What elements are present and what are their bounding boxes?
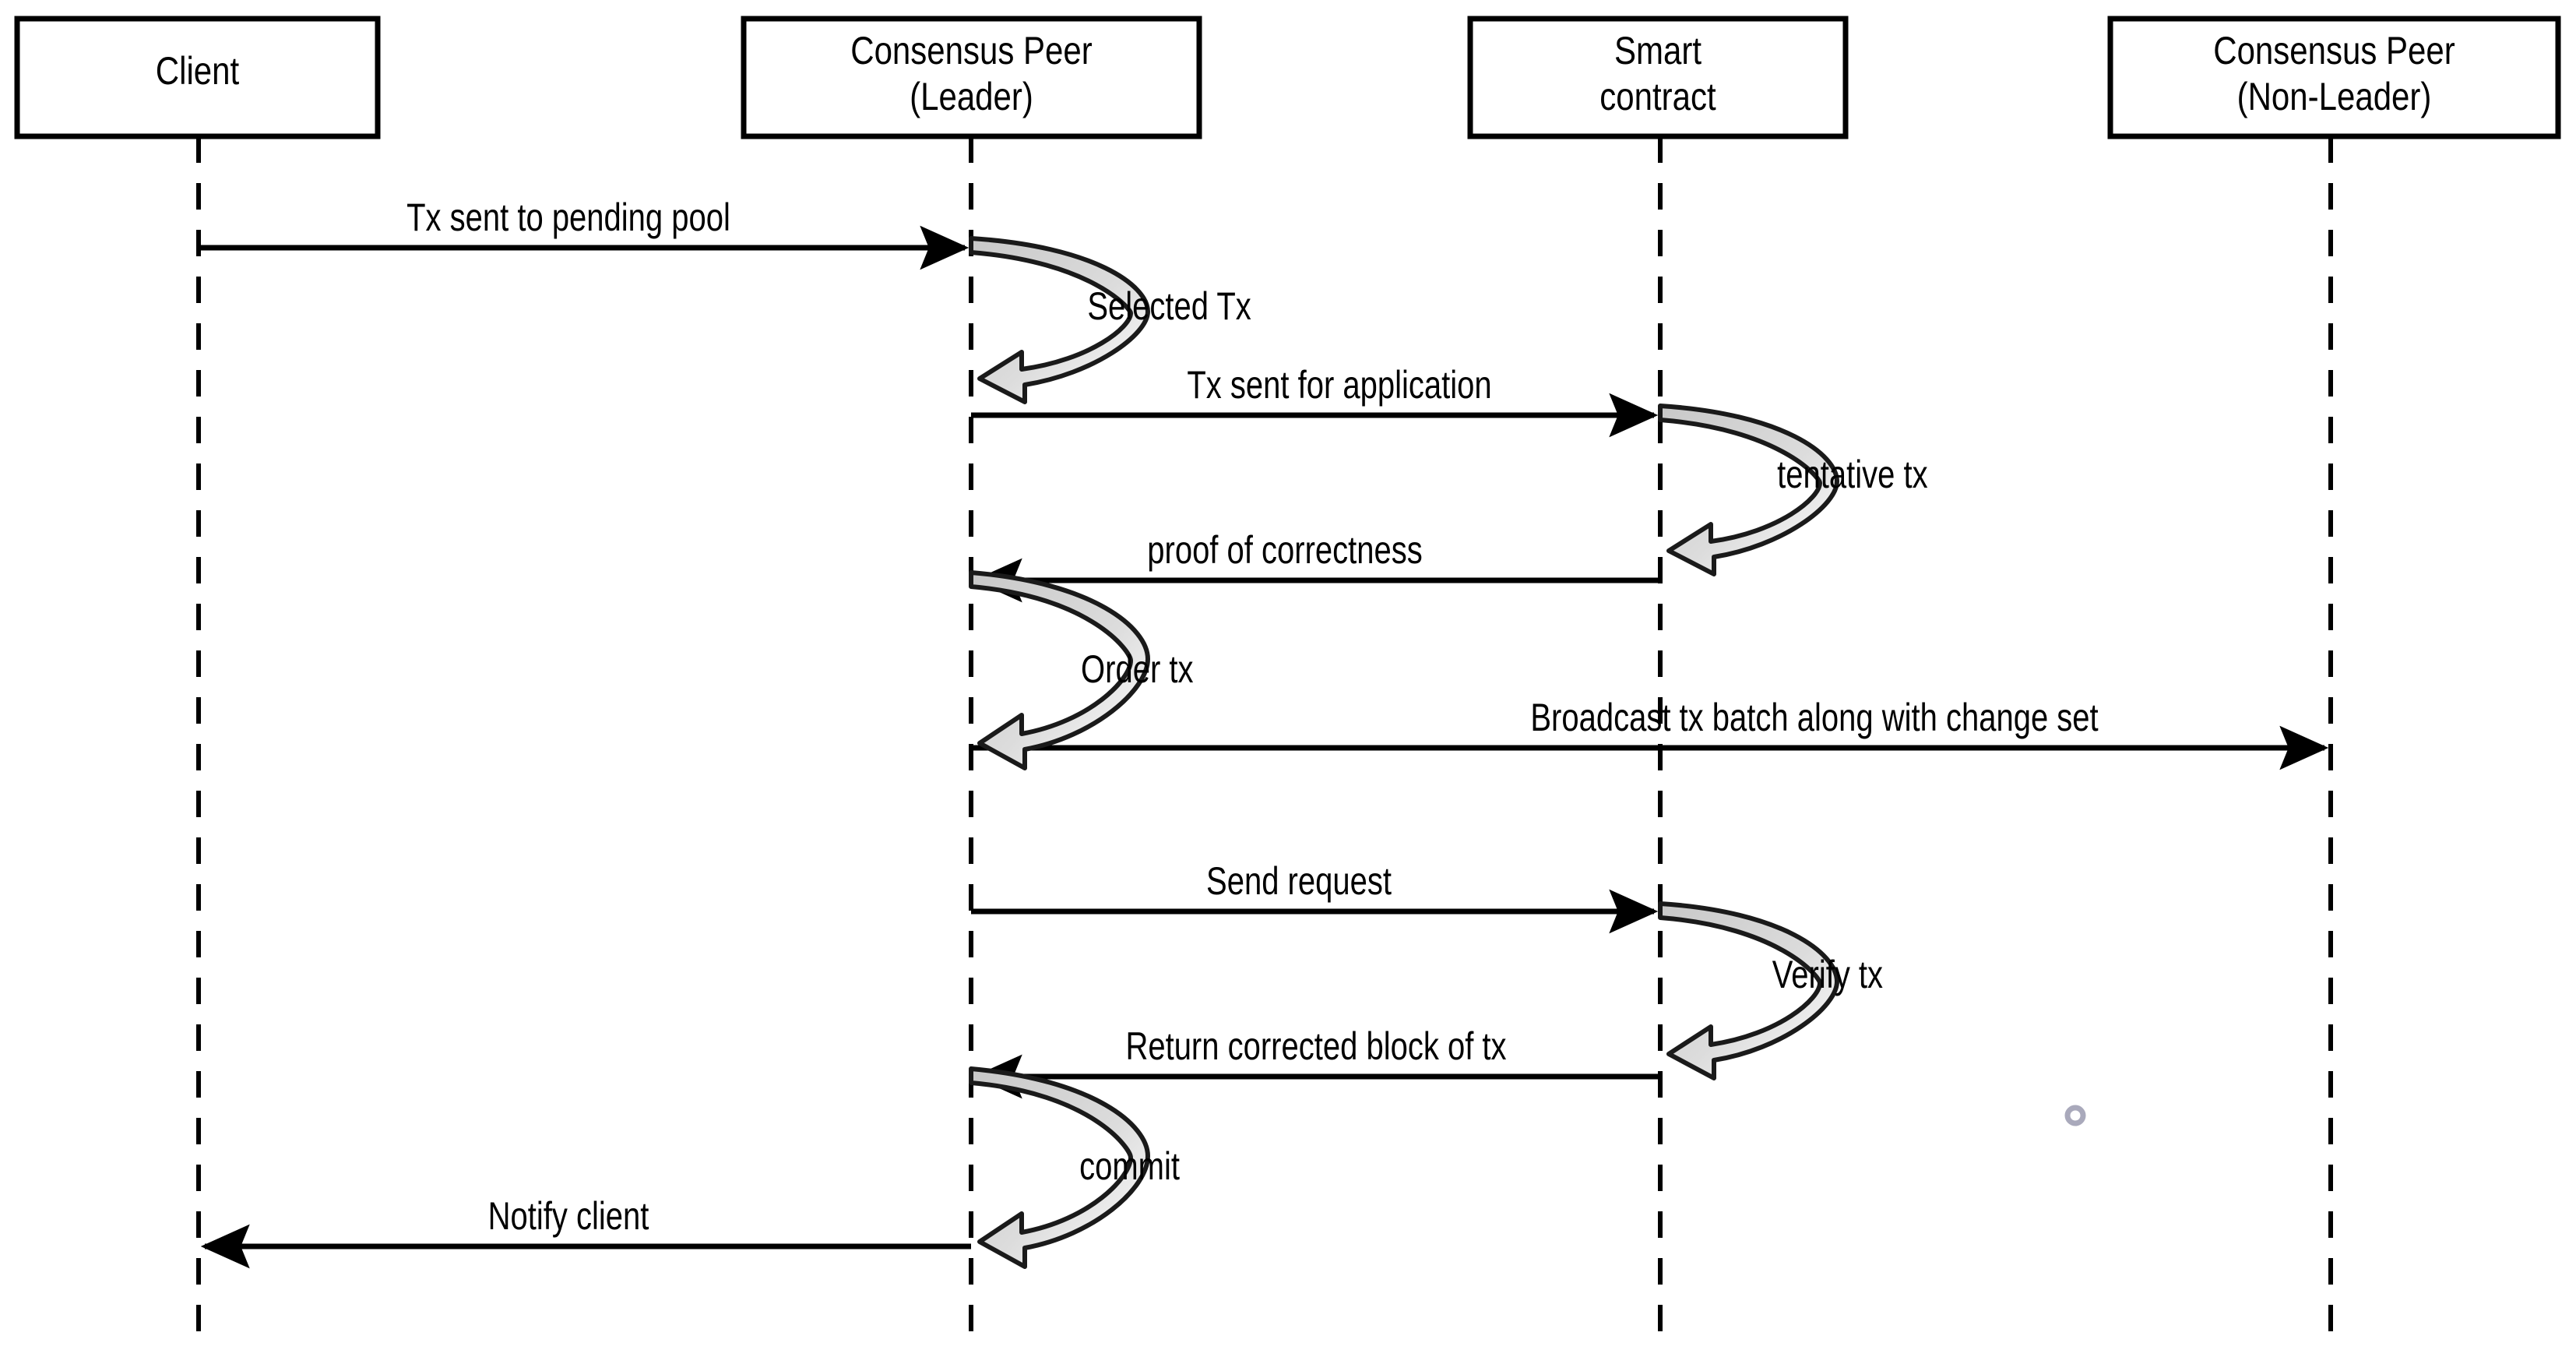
self-loop-label-s4: Verify tx (1772, 953, 1884, 996)
message-label-m5: Send request (1206, 859, 1392, 903)
message-label-m1: Tx sent to pending pool (406, 196, 730, 239)
lifeline-header-leader-line2: (Leader) (910, 75, 1033, 118)
lifeline-header-leader-line1: Consensus Peer (850, 29, 1093, 72)
lifeline-box-nonleader (2107, 16, 2561, 139)
self-loop-s3 (969, 570, 1150, 770)
self-loop-s1 (969, 236, 1150, 404)
lifeline-header-nonleader-line2: (Non-Leader) (2236, 75, 2432, 118)
lifeline-header-contract-line1: Smart (1614, 29, 1702, 72)
lifeline-dashes (196, 136, 2333, 1348)
lifeline-box-leader (741, 16, 1202, 139)
message-label-m7: Notify client (487, 1194, 649, 1238)
lifeline-header-client-line1: Client (155, 49, 240, 93)
lifeline-boxes (14, 16, 2561, 139)
lifeline-header-contract: Smart contract (1501, 28, 1816, 120)
lifeline-header-client: Client (46, 48, 349, 94)
message-label-m4: Broadcast tx batch along with change set (1530, 696, 2099, 739)
self-loop-s2 (1658, 404, 1839, 576)
self-loop-label-s1: Selected Tx (1087, 284, 1251, 328)
lifeline-header-nonleader: Consensus Peer (Non-Leader) (2146, 28, 2522, 120)
lifeline-header-leader: Consensus Peer (Leader) (780, 28, 1163, 120)
lifeline-box-client (14, 16, 381, 139)
message-label-m6: Return corrected block of tx (1125, 1024, 1507, 1068)
self-loop-label-s2: tentative tx (1777, 453, 1928, 496)
self-loop-s5 (969, 1066, 1150, 1269)
message-label-m3: proof of correctness (1147, 528, 1423, 572)
self-loop-label-s3: Order tx (1081, 647, 1194, 691)
message-label-m2: Tx sent for application (1187, 363, 1492, 407)
lifeline-header-nonleader-line1: Consensus Peer (2213, 29, 2455, 72)
lifeline-header-contract-line2: contract (1599, 75, 1716, 118)
stray-dot-artifact (2064, 1105, 2086, 1126)
message-arrows (199, 225, 2329, 1269)
self-loop-label-s5: commit (1079, 1144, 1180, 1188)
self-loops (969, 236, 1839, 1269)
self-loop-s4 (1658, 901, 1839, 1080)
